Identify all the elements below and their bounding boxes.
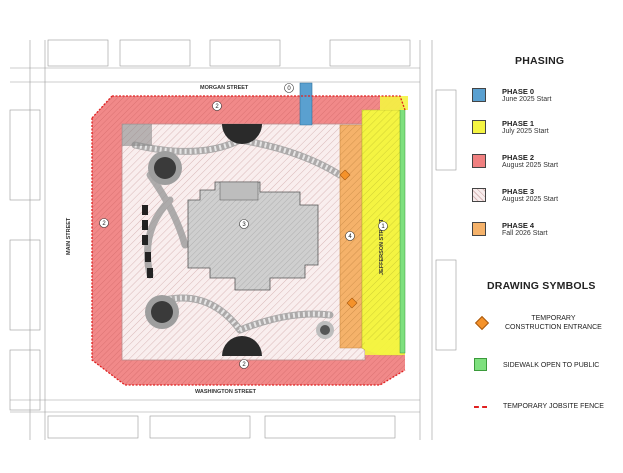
marker-phase-2-south: 2 (242, 362, 246, 368)
phase-0-area (299, 82, 313, 126)
phase-1-lower (365, 340, 405, 355)
walkway-pavers (134, 137, 342, 333)
street-south: WASHINGTON STREET (195, 389, 257, 395)
street-north: MORGAN STREET (200, 85, 249, 91)
phase-4-start: Fall 2026 Start (502, 230, 548, 237)
building-annex (219, 181, 259, 201)
street-west: MAIN STREET (66, 217, 72, 255)
phase-1-top (380, 96, 408, 110)
construction-entrances (339, 169, 358, 309)
symbol-sidewalk-label: SIDEWALK OPEN TO PUBLIC (503, 362, 600, 369)
swatch-phase-3 (472, 188, 486, 202)
bench-row (142, 205, 153, 278)
drawing-symbols-title: DRAWING SYMBOLS (487, 280, 596, 292)
symbol-fence-label: TEMPORARY JOBSITE FENCE (503, 403, 604, 410)
phase-markers: 0 1 2 2 2 3 4 (99, 83, 388, 369)
courthouse-building (187, 181, 319, 291)
symbol-entrance-line1: TEMPORARY (531, 315, 576, 322)
street-east: JEFFERSON STREET (379, 218, 385, 275)
marker-phase-3: 3 (242, 222, 246, 228)
swatch-phase-0 (472, 88, 486, 102)
phase-1-name: PHASE 1 (502, 119, 535, 128)
swatch-phase-4 (472, 222, 486, 236)
symbol-entrance-line2: CONSTRUCTION ENTRANCE (505, 324, 602, 331)
phasing-title: PHASING (515, 55, 565, 67)
phase-3-start: August 2025 Start (502, 196, 559, 203)
marker-phase-1: 1 (381, 224, 385, 230)
symbol-entrance-label: TEMPORARY CONSTRUCTION ENTRANCE (505, 314, 602, 332)
marker-phase-0: 0 (287, 86, 291, 92)
phase-2-start: August 2025 Start (502, 162, 559, 169)
street-grid (9, 39, 457, 440)
marker-phase-2-west: 2 (102, 221, 106, 227)
phase-0-name: PHASE 0 (502, 87, 535, 96)
phase-2-name: PHASE 2 (502, 153, 535, 162)
sidewalk-open-strip (399, 107, 406, 354)
planters (122, 124, 334, 356)
phase-1-start: July 2025 Start (502, 128, 549, 135)
swatch-phase-1 (472, 120, 486, 134)
swatch-phase-2 (472, 154, 486, 168)
marker-phase-2-north: 2 (215, 104, 219, 110)
phase-4-name: PHASE 4 (502, 221, 535, 230)
phase-3-name: PHASE 3 (502, 187, 535, 196)
marker-phase-4: 4 (348, 234, 352, 240)
jobsite-fence (91, 95, 406, 386)
phase-0-start: June 2025 Start (502, 96, 552, 103)
red-dashed-line-icon (474, 406, 487, 410)
green-square-icon (474, 358, 487, 371)
